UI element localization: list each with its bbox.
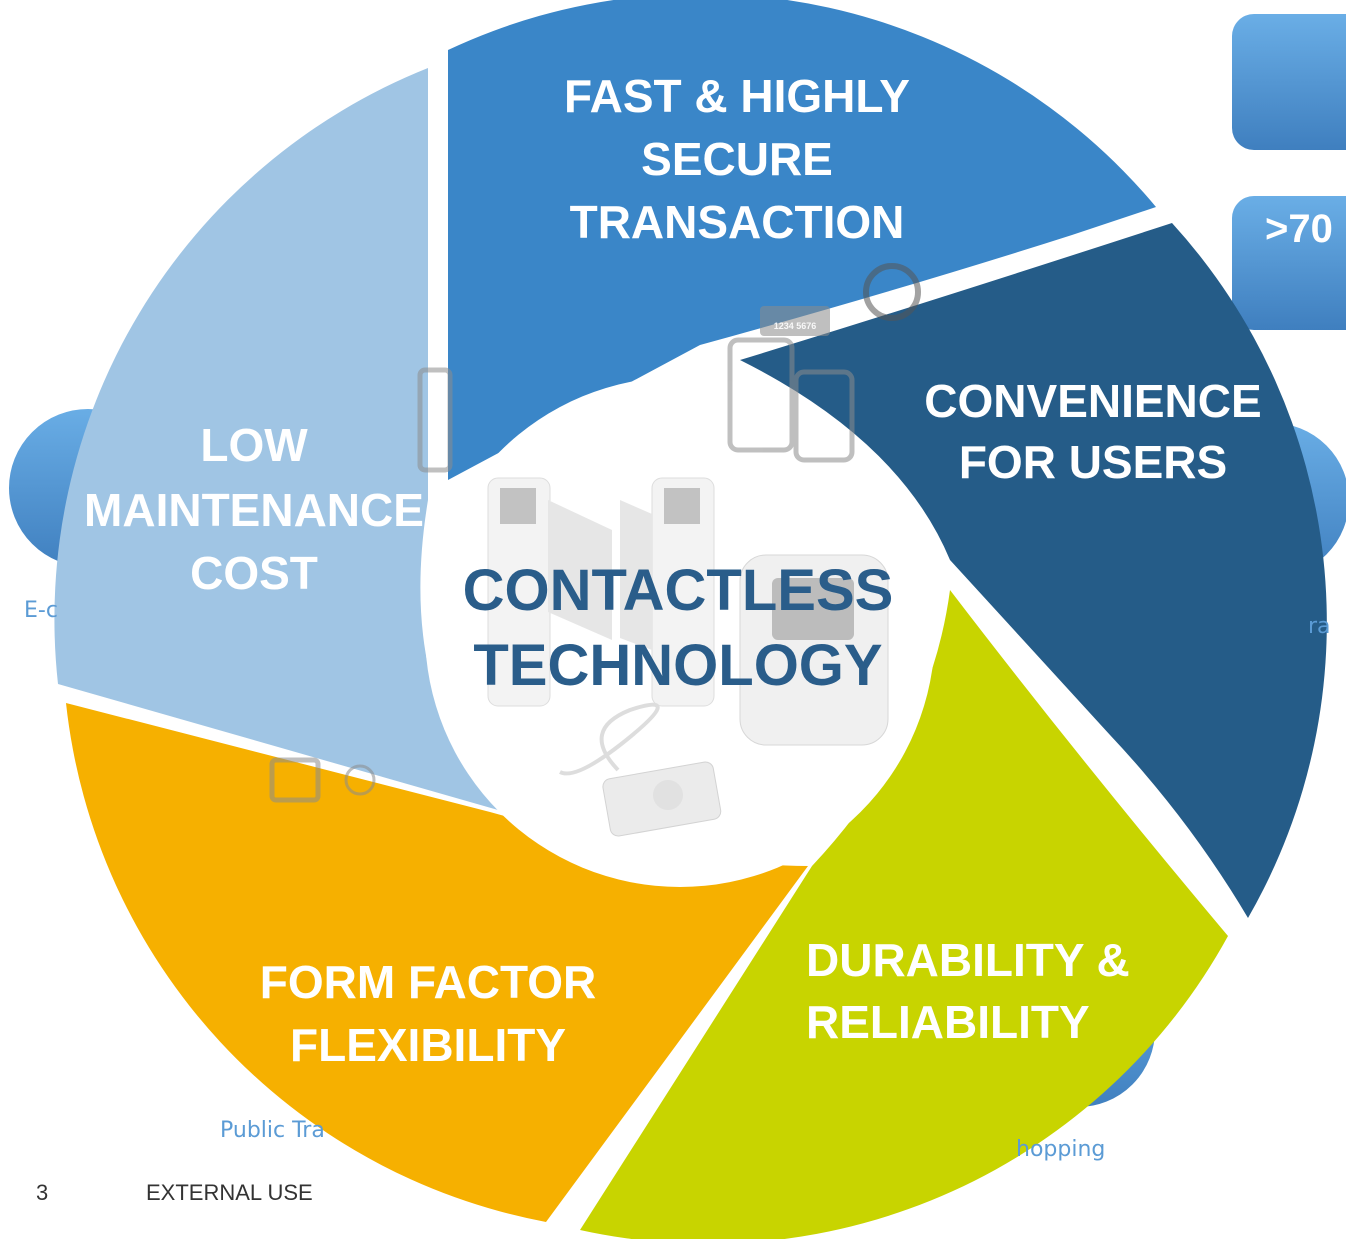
top-right-box bbox=[1232, 14, 1346, 150]
right-partial-label: ra bbox=[1308, 614, 1331, 639]
card-number-text: 1234 5676 bbox=[774, 321, 817, 331]
label-maintenance-line3: COST bbox=[190, 547, 318, 599]
center-device-images bbox=[487, 477, 889, 837]
label-maintenance-line2: MAINTENANCE bbox=[84, 484, 424, 536]
background-device-icons bbox=[269, 263, 921, 803]
globe-icon bbox=[344, 764, 376, 796]
segment-convenience bbox=[740, 223, 1327, 918]
right-box-value: >70 bbox=[1265, 207, 1333, 251]
nfc-reader-icon bbox=[602, 761, 722, 837]
tablet-icon bbox=[727, 337, 795, 453]
payment-terminal-icon bbox=[739, 554, 889, 746]
footer-classification: EXTERNAL USE bbox=[146, 1180, 313, 1205]
label-form-line2: FLEXIBILITY bbox=[290, 1019, 566, 1071]
shopping-label: hopping bbox=[1016, 1137, 1106, 1162]
label-fast-line3: TRANSACTION bbox=[570, 196, 905, 248]
segment-durability bbox=[580, 590, 1228, 1244]
label-convenience-line1: CONVENIENCE bbox=[924, 375, 1261, 427]
middle-right-box bbox=[1232, 196, 1346, 330]
public-transport-label: Public Tra bbox=[220, 1118, 325, 1143]
left-partial-label: E-c bbox=[24, 598, 58, 623]
center-title-line2: TECHNOLOGY bbox=[473, 633, 882, 698]
center-title-line1: CONTACTLESS bbox=[463, 558, 894, 623]
card-icon bbox=[760, 306, 830, 336]
turnstile-right-icon bbox=[651, 477, 715, 707]
left-tablet-icon bbox=[417, 367, 453, 473]
page-number: 3 bbox=[36, 1180, 49, 1205]
watch-icon bbox=[863, 263, 921, 321]
label-fast-line1: FAST & HIGHLY bbox=[564, 70, 910, 122]
label-durability-line2: RELIABILITY bbox=[806, 996, 1090, 1048]
label-convenience-line2: FOR USERS bbox=[959, 436, 1227, 488]
label-form-line1: FORM FACTOR bbox=[260, 956, 596, 1008]
label-fast-line2: SECURE bbox=[641, 133, 833, 185]
center-circle bbox=[425, 377, 935, 887]
label-durability-line1: DURABILITY & bbox=[806, 934, 1130, 986]
segment-low-maintenance bbox=[54, 68, 506, 812]
turnstile-left-icon bbox=[487, 477, 551, 707]
segment-fast-secure bbox=[448, 0, 1156, 480]
segment-form-factor bbox=[66, 703, 808, 1222]
phone-icon bbox=[793, 369, 855, 463]
bottom-tablet-icon bbox=[269, 757, 321, 803]
label-maintenance-line1: LOW bbox=[200, 419, 308, 471]
